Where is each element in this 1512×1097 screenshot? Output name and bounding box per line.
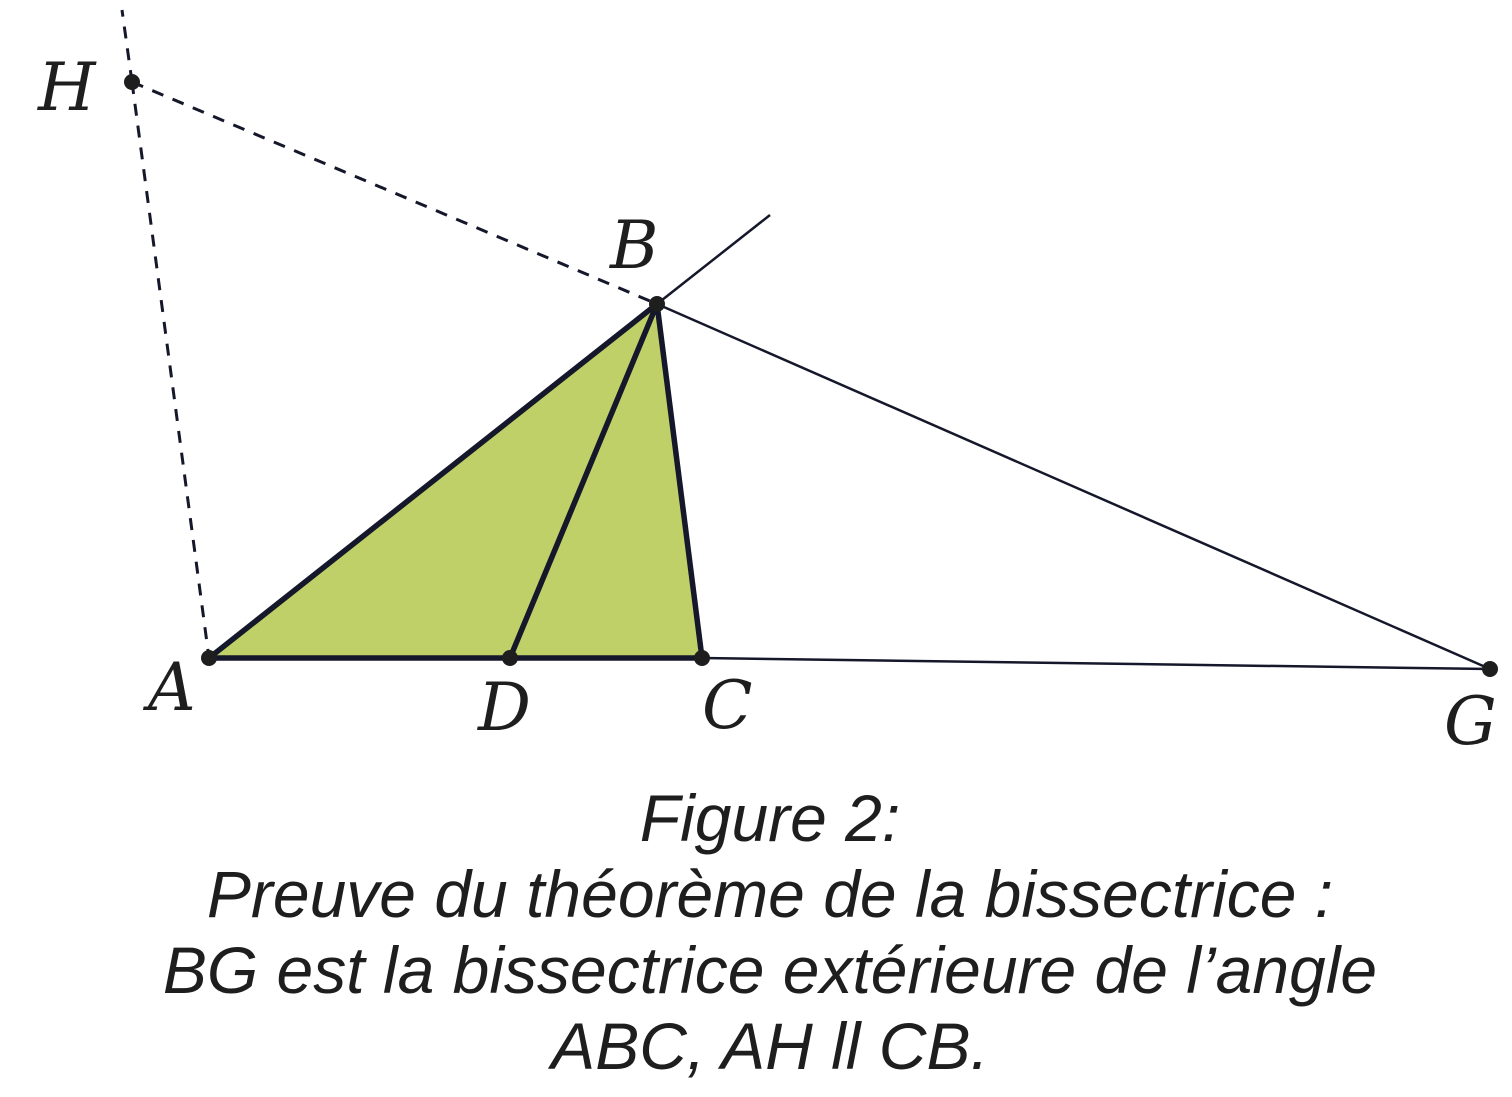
point-a <box>201 650 217 666</box>
thin-segment-cg <box>701 656 1491 671</box>
caption-line-4: ABC, AH ll CB. <box>551 1009 989 1083</box>
point-g <box>1482 661 1498 677</box>
thick-segment-bd <box>507 302 660 660</box>
point-b <box>649 296 665 312</box>
label-d: D <box>477 669 531 746</box>
thin-segment-bg <box>656 302 1491 671</box>
point-c <box>694 650 710 666</box>
point-h <box>124 74 140 90</box>
thin-segment-bbext <box>656 214 771 305</box>
label-g: G <box>1444 683 1497 760</box>
dashed-segment-hb <box>131 80 658 306</box>
label-h: H <box>37 49 97 126</box>
dashed-segment-ha <box>130 81 211 659</box>
dashed-segment-hhtop <box>120 9 134 83</box>
label-c: C <box>702 667 753 744</box>
caption-line-1: Figure 2: <box>639 781 901 855</box>
label-b: B <box>609 207 659 284</box>
point-d <box>502 650 518 666</box>
thick-segment-bc <box>654 303 705 659</box>
triangle-abc-fill <box>209 304 702 658</box>
caption-line-2: Preuve du théorème de la bissectrice : <box>206 857 1334 931</box>
thick-segment-ab <box>207 301 659 661</box>
caption-line-3: BG est la bissectrice extérieure de l’an… <box>162 933 1378 1007</box>
label-a: A <box>142 649 196 726</box>
